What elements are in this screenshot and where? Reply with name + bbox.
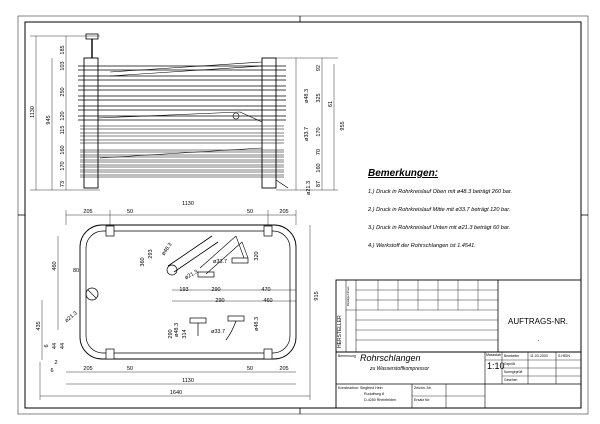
dim-left-7: 2 [54,360,57,366]
dim-inner-2: 360 [140,257,146,266]
dim-inner-0: ø48.3 [161,242,174,257]
dim-top-3: 50 [247,209,253,215]
top-view-dimensions: 205 50 1130 50 205 ø48.3 293 360 ø33.7 ø… [36,201,320,396]
dim-lower-0: ø48.3 [174,323,180,337]
title-block [335,279,582,409]
designation-label: Benennung [338,354,356,358]
dim-bottom-0: 205 [83,366,92,372]
dim-bottom-2: 50 [247,366,253,372]
dim-bottom-1: 50 [127,366,133,372]
dim-front-left-4: 115 [60,126,66,135]
dim-top-0: 205 [83,209,92,215]
notes-panel: Bemerkungen: 1.) Druck in Rohrkreislauf … [368,168,588,261]
dim-front-left-7: 73 [60,181,66,187]
dim-front-right-6: 70 [316,149,322,155]
note-3: 3.) Druck in Rohrkreislauf Unten mit ø21… [368,225,511,231]
dim-front-left-6: 170 [60,161,66,170]
notes-heading: Bemerkungen: [368,168,439,179]
dim-front-right-3: ø48.3 [304,89,310,103]
dim-bottom-3: 205 [279,366,288,372]
dim-inner-1: 293 [148,249,154,258]
address-line-2: D-4250 Rheinfelden [364,398,396,402]
companies-label: Beteiligte Firmen [347,286,350,306]
dim-front-left-total-0: 945 [46,115,52,124]
dim-lower-2: 290 [168,329,174,338]
dim-left-3: 435 [36,321,42,330]
dim-front-left-0: 185 [60,45,66,54]
note-4: 4.) Werkstoff der Rohrschlangen ist 1.45… [368,243,476,249]
dim-left-5: 44 [52,343,58,349]
manufacturer-label: HERSTELLER [337,315,343,348]
construction-label: Konstruktion: Siegfried Hein [338,386,383,390]
dim-front-right-8: 87 [316,181,322,187]
dim-inner-7: 290 [211,287,220,293]
dim-inner-8: 470 [261,287,270,293]
role-seen: Gesehen [504,378,518,382]
dim-front-left-total-1: 1130 [30,106,36,118]
dim-inner-6: 193 [179,287,188,293]
dim-front-right-0: 92 [316,65,322,71]
scale-label: Massstab [486,353,501,357]
drawing-subtitle: zu Wasserstoffkompressor [370,366,430,372]
dim-bottom-4: 1130 [182,378,194,384]
dim-front-right-5: 170 [316,127,322,136]
dim-front-left-5: 160 [60,145,66,154]
role-checked: Geprüft [504,362,515,366]
role-standards: Normgeprüft [504,370,523,374]
dim-top-2: 1130 [182,201,194,207]
dim-front-right-4: ø33.7 [304,127,310,141]
drawing-title: Rohrschlangen [360,353,421,363]
drawn-by: S.HEIN [558,354,570,358]
order-number-label: AUFTRAGS-NR. [508,317,568,326]
dim-inner-3: ø33.7 [213,259,227,265]
dim-inner-10: 460 [263,298,272,304]
dim-front-left-1: 103 [60,61,66,70]
dim-inner-9: 290 [215,298,224,304]
dim-left-4: 6 [44,344,50,347]
dim-left-6: 44 [60,343,66,349]
dim-inner-5: 320 [254,251,260,260]
top-view [39,210,311,400]
replaces-label: Ersatz für: [414,398,431,402]
address-line-1: Rudolfweg 8 [364,392,384,396]
dim-top-1: 50 [127,209,133,215]
dim-lower-4: ø48.3 [254,317,260,331]
note-1: 1.) Druck in Rohrkreislauf Oben mit ø48.… [368,189,513,195]
scale-value: 1:10 [487,361,505,371]
dim-front-right-1: 325 [316,93,322,102]
dim-top-4: 205 [279,209,288,215]
order-number-value: . [538,336,540,343]
drawing-number-label: Zeichn.-Nr. [414,386,432,390]
dim-front-right-total: 955 [340,121,346,130]
dim-front-left-3: 120 [60,111,66,120]
dim-front-right-2: 61 [328,101,334,107]
dim-lower-3: ø33.7 [211,329,225,335]
front-view-dimensions: 185 103 250 120 115 160 170 73 945 1130 … [30,45,346,195]
role-drawn: Bearbeiter [504,354,520,358]
dim-front-right-7: 160 [316,163,322,172]
dim-right-total: 915 [314,291,320,300]
dim-left-0: 460 [52,261,58,270]
front-view [30,33,338,191]
dim-lower-1: 314 [182,329,188,338]
dim-inner-4: ø21.3 [184,269,199,281]
dim-left-8: 6 [50,368,53,374]
dim-front-right-9: ø21.3 [306,181,312,195]
note-2: 2.) Druck in Rohrkreislauf Mitte mit ø33… [368,207,511,213]
drawn-date: 11.03.2003 [530,354,548,358]
dim-front-left-2: 250 [60,87,66,96]
dim-left-2: ø21.3 [64,310,79,324]
dim-left-1: 80 [73,268,79,274]
dim-bottom-5: 1640 [170,390,182,396]
